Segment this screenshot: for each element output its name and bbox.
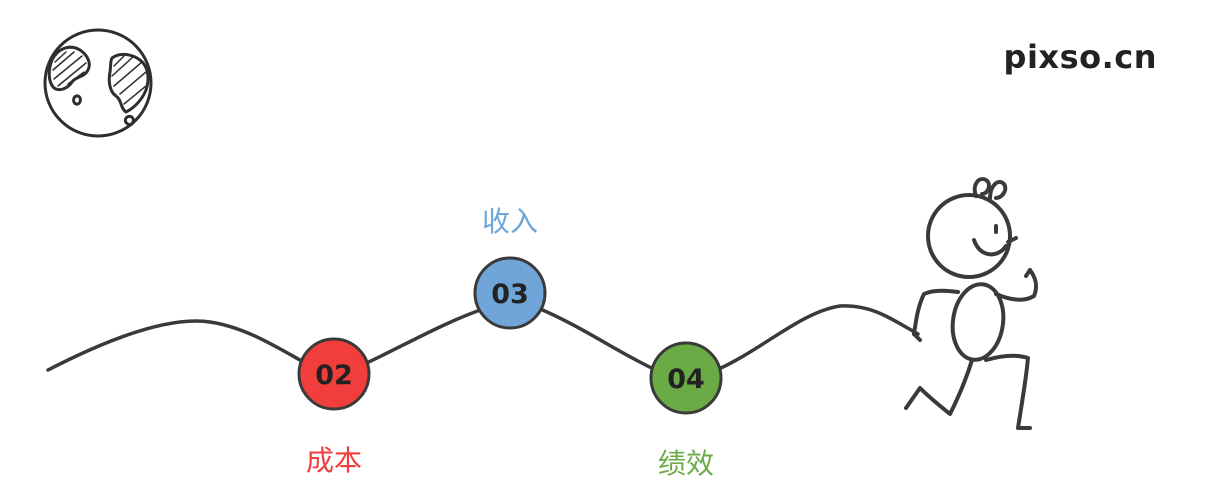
step-node-02: 02 [297,337,371,411]
step-label-04: 绩效 [658,447,714,480]
globe-icon [43,28,153,138]
step-circle-02 [297,337,371,411]
timeline-curve [46,304,920,374]
running-figure-icon [904,177,1039,430]
step-number-02: 02 [315,360,353,391]
step-node-03: 03 [473,256,547,330]
step-label-03: 收入 [482,205,538,238]
step-number-04: 04 [667,364,705,395]
step-circle-03 [473,256,547,330]
step-node-04: 04 [649,341,723,415]
step-label-02: 成本 [306,444,362,477]
step-circle-04 [649,341,723,415]
brand-logo-text: pixso.cn [1003,38,1157,76]
step-number-03: 03 [491,279,529,310]
